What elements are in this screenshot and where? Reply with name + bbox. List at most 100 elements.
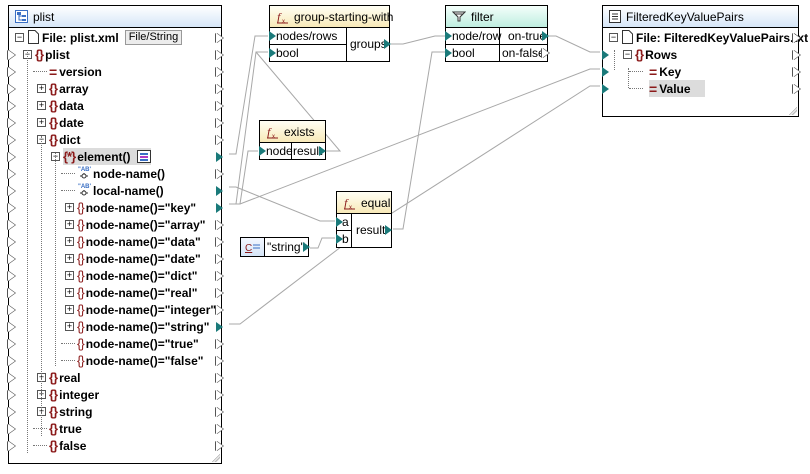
expand-icon[interactable]: +	[65, 236, 74, 246]
output-connector-on-true[interactable]	[542, 31, 549, 41]
input-connector-node[interactable]	[259, 146, 266, 156]
input-connector[interactable]	[8, 288, 15, 298]
output-connector[interactable]	[216, 84, 223, 94]
input-connector[interactable]	[8, 84, 15, 94]
source-tree-item[interactable]: +{}node-name()="key"	[9, 199, 215, 216]
output-connector[interactable]	[216, 305, 223, 315]
output-connector-result[interactable]	[385, 225, 392, 235]
input-connector-b[interactable]	[336, 234, 343, 244]
filter-component[interactable]: filter node/row bool on-true on-false	[445, 5, 549, 62]
input-connector[interactable]	[8, 254, 15, 264]
expand-icon[interactable]: +	[37, 100, 46, 110]
collapse-icon[interactable]: −	[609, 32, 618, 42]
output-connector[interactable]	[216, 237, 223, 247]
output-groups[interactable]: groups	[350, 37, 387, 51]
source-tree-item[interactable]: +{}data	[9, 97, 215, 114]
input-connector[interactable]	[8, 305, 15, 315]
output-connector[interactable]	[793, 84, 800, 94]
output-connector-file[interactable]	[793, 33, 800, 43]
source-tree-item[interactable]: +{}node-name()="integer"	[9, 301, 216, 318]
source-tree-item[interactable]: {}node-name()="true"	[9, 335, 215, 352]
output-connector[interactable]	[216, 203, 223, 213]
input-connector[interactable]	[8, 356, 15, 366]
output-connector[interactable]	[216, 441, 223, 451]
input-connector[interactable]	[8, 271, 15, 281]
input-connector[interactable]	[8, 118, 15, 128]
output-connector[interactable]	[216, 220, 223, 230]
output-result[interactable]: result	[293, 144, 323, 158]
input-connector[interactable]	[8, 67, 15, 77]
expand-icon[interactable]: +	[65, 304, 74, 314]
output-connector-on-false[interactable]	[542, 48, 549, 58]
source-tree-item[interactable]: +{}node-name()="string"	[9, 318, 215, 335]
source-tree-item[interactable]: +{}node-name()="array"	[9, 216, 215, 233]
input-connector[interactable]	[8, 135, 15, 145]
expand-icon[interactable]: +	[65, 202, 74, 212]
expand-icon[interactable]: +	[37, 83, 46, 93]
output-connector-groups[interactable]	[384, 39, 391, 49]
input-node[interactable]: node	[266, 144, 293, 158]
expand-icon[interactable]: +	[65, 253, 74, 263]
expand-icon[interactable]: +	[37, 117, 46, 127]
wildcard-selector-icon[interactable]	[136, 150, 151, 163]
source-tree-item[interactable]: −{}plist	[9, 46, 215, 63]
source-component-header[interactable]: plist	[9, 6, 221, 28]
output-connector[interactable]	[216, 356, 223, 366]
output-connector-result[interactable]	[319, 146, 326, 156]
input-connector-a[interactable]	[336, 217, 343, 227]
input-node-row[interactable]: node/row	[452, 29, 502, 43]
source-tree-item[interactable]: =version	[9, 63, 215, 80]
input-connector[interactable]	[602, 67, 609, 77]
input-connector-bool[interactable]	[269, 48, 276, 58]
output-connector[interactable]	[216, 407, 223, 417]
input-connector-bool[interactable]	[445, 48, 452, 58]
source-tree-item[interactable]: +{}array	[9, 80, 215, 97]
collapse-icon[interactable]: −	[15, 32, 24, 42]
output-connector[interactable]	[793, 67, 800, 77]
input-nodes-rows[interactable]: nodes/rows	[276, 29, 338, 43]
target-tree-item[interactable]: −{}Rows	[603, 46, 793, 63]
file-string-button[interactable]: File/String	[124, 30, 183, 45]
input-connector[interactable]	[602, 84, 609, 94]
input-connector[interactable]	[8, 186, 15, 196]
input-connector[interactable]	[8, 101, 15, 111]
output-connector[interactable]	[216, 288, 223, 298]
output-connector-constant[interactable]	[303, 242, 310, 252]
input-connector[interactable]	[8, 169, 15, 179]
source-tree-item[interactable]: −{}dict	[9, 131, 215, 148]
output-connector-file[interactable]	[216, 33, 223, 43]
target-tree-item[interactable]: =Value	[603, 80, 793, 97]
output-connector[interactable]	[216, 322, 223, 332]
output-connector[interactable]	[216, 67, 223, 77]
expand-icon[interactable]: +	[65, 219, 74, 229]
input-connector-nodes-rows[interactable]	[269, 31, 276, 41]
input-bool[interactable]: bool	[452, 46, 475, 60]
resize-grip[interactable]	[212, 454, 220, 462]
target-tree-item[interactable]: =Key	[603, 63, 793, 80]
output-connector[interactable]	[216, 254, 223, 264]
input-connector[interactable]	[8, 322, 15, 332]
source-tree-item[interactable]: +{}real	[9, 369, 215, 386]
output-connector[interactable]	[793, 50, 800, 60]
output-connector[interactable]	[216, 169, 223, 179]
input-connector[interactable]	[8, 203, 15, 213]
output-result[interactable]: result	[356, 223, 386, 237]
source-tree-item[interactable]: +{}string	[9, 403, 215, 420]
input-bool[interactable]: bool	[276, 46, 299, 60]
filter-header[interactable]: filter	[446, 6, 547, 28]
input-connector[interactable]	[8, 152, 15, 162]
source-tree-item[interactable]: +{}node-name()="date"	[9, 250, 215, 267]
output-connector[interactable]	[216, 135, 223, 145]
output-connector[interactable]	[216, 424, 223, 434]
input-connector[interactable]	[8, 441, 15, 451]
output-connector[interactable]	[216, 271, 223, 281]
target-component-filtered-key-value-pairs[interactable]: FilteredKeyValuePairs −File: FilteredKey…	[602, 5, 808, 117]
input-a[interactable]: a	[342, 215, 349, 229]
